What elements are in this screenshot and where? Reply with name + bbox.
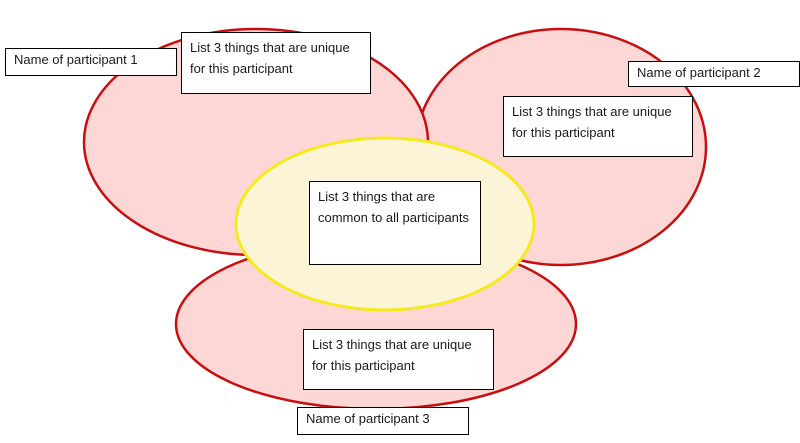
participant-2-name-box: Name of participant 2 <box>628 61 800 87</box>
participant-2-unique-box: List 3 things that are unique for this p… <box>503 96 693 157</box>
participant-3-unique-box: List 3 things that are unique for this p… <box>303 329 494 390</box>
participant-1-name-box: Name of participant 1 <box>5 48 177 76</box>
participant-3-name-box: Name of participant 3 <box>297 407 469 435</box>
participant-1-unique-box: List 3 things that are unique for this p… <box>181 32 371 94</box>
common-items-box: List 3 things that are common to all par… <box>309 181 481 265</box>
